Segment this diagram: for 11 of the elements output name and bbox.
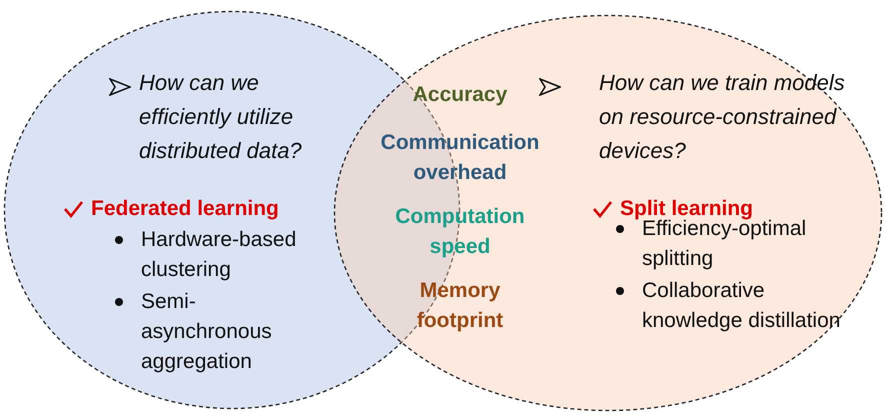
keyword-label: Computation speed [394,204,526,260]
question-text: How can we efficiently utilize distributed data? [139,69,303,165]
heading: Split learning [620,196,754,220]
keyword-label: Accuracy [412,82,508,108]
keyword-label: Communication overhead [380,130,540,186]
keyword-label: Memory footprint [416,278,504,334]
question-text: How can we train models on resource-constrained devices? [599,69,846,165]
list-item: Semi-asynchronous aggregation [141,289,273,375]
list-item: Hardware-based clustering [141,227,298,283]
list-item: Collaborative knowledge distillation [642,278,842,334]
heading: Federated learning [91,196,279,222]
